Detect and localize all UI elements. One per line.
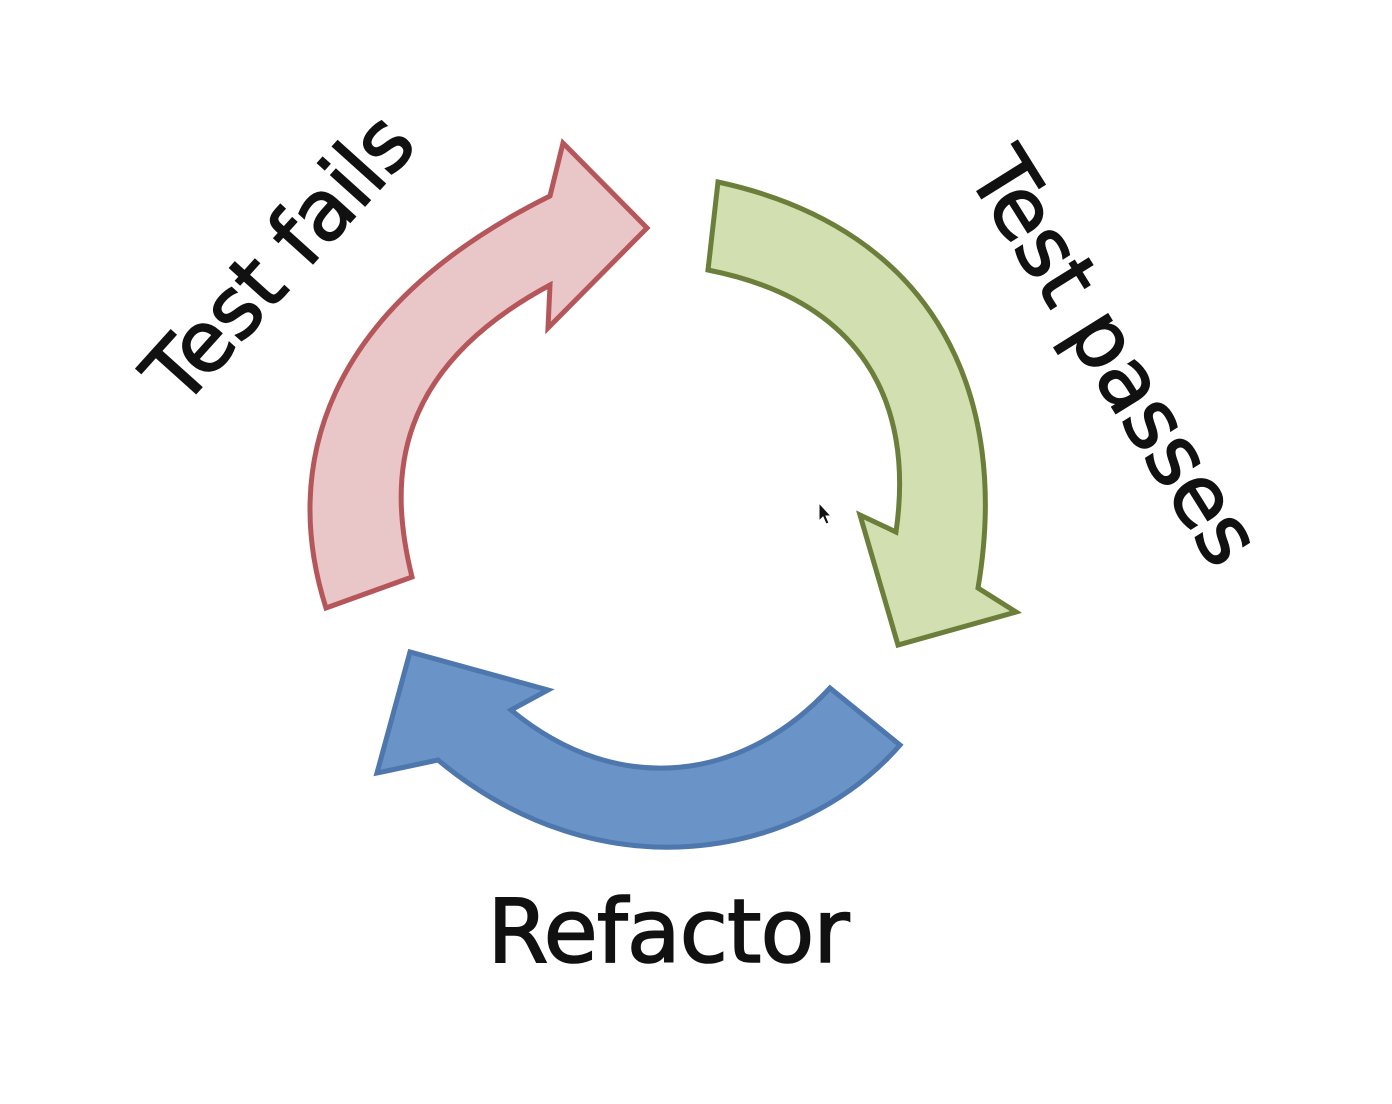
refactor-label: Refactor <box>487 880 850 983</box>
mouse-pointer-icon <box>818 501 833 525</box>
test-passes-arrow <box>705 178 1023 649</box>
refactor-arrow <box>373 648 904 850</box>
test-fails-arrow <box>307 138 651 612</box>
test-passes-label: Test passes <box>948 131 1280 581</box>
